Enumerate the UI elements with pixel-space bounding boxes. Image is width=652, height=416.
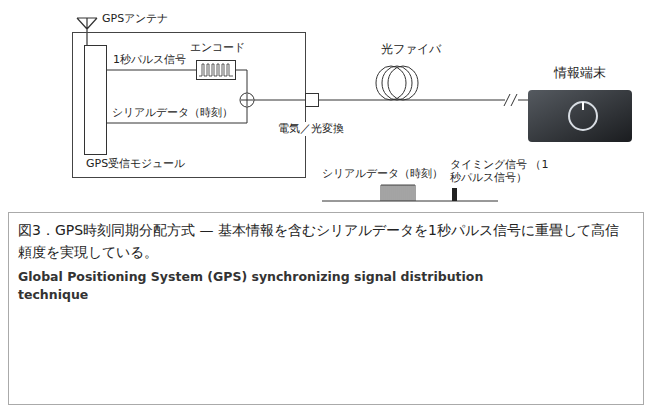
signal-name: 1秒パルス信号	[113, 53, 186, 67]
signal-name: タイミング信号 （1秒パルス信号）	[450, 158, 552, 184]
converter-box: 電気／光変換	[305, 93, 319, 107]
pulse-wire	[106, 70, 196, 71]
fiber-coil	[382, 66, 412, 100]
module-enclosure: GPS受信モジュールエンコード電気／光変換	[72, 32, 306, 178]
break-gap	[505, 92, 518, 108]
timing-pulse	[452, 188, 457, 201]
signal-line	[319, 100, 528, 101]
node-label: GPS受信モジュール	[86, 157, 185, 171]
terminal-image	[528, 90, 632, 142]
serial-burst-lines	[381, 185, 415, 201]
serial-burst	[381, 185, 415, 201]
signal-name: シリアルデータ（時刻）	[322, 167, 443, 181]
node-label: エンコード	[190, 41, 245, 55]
timing-baseline	[322, 201, 498, 202]
adder-plus	[241, 94, 253, 106]
node-label: 電気／光変換	[276, 122, 346, 136]
fiber-coil	[388, 66, 418, 100]
signal-name: シリアルデータ（時刻）	[112, 106, 233, 120]
node-label: 情報端末	[508, 65, 652, 81]
fiber-coil	[376, 66, 406, 100]
antenna-label: GPSアンテナ	[102, 12, 168, 26]
break-mark	[504, 94, 517, 106]
caption-frame	[9, 213, 644, 405]
encode-waveform	[199, 64, 233, 76]
adder-symbol	[240, 93, 254, 107]
terminal-node: 情報端末	[528, 90, 632, 142]
encoder-box: エンコード	[196, 60, 236, 80]
english-caption: Global Positioning System (GPS) synchron…	[18, 268, 538, 303]
figure-caption: 図3．GPS時刻同期分配方式 — 基本情報を含むシリアルデータを1秒パルス信号に…	[18, 220, 632, 263]
serial-wire	[106, 107, 247, 123]
receiver-chip	[85, 46, 107, 155]
fiber-label: 光ファイバ	[381, 42, 441, 57]
terminal-dial	[569, 102, 597, 130]
terminal-dial-mark	[582, 102, 584, 110]
